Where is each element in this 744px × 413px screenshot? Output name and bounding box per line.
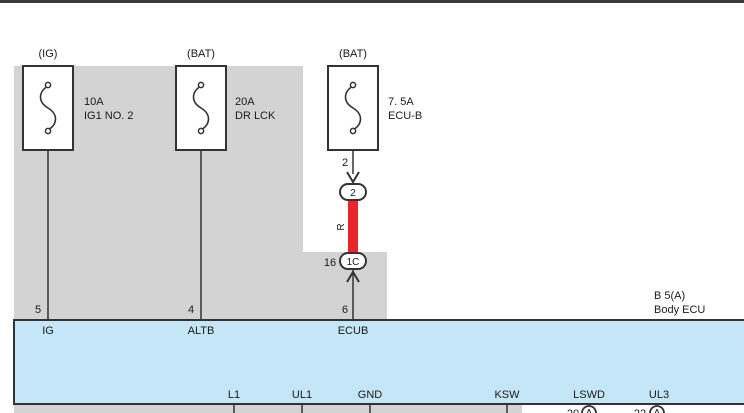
fuse-dr-lck: (BAT) 20A DR LCK 4 <box>175 48 276 320</box>
pin-number: 2 <box>342 157 348 169</box>
fuse-symbol <box>344 85 362 131</box>
fuse-terminal <box>197 81 205 89</box>
red-wire <box>348 201 358 252</box>
ecu-name: Body ECU <box>654 304 705 316</box>
fuse-source-label: (BAT) <box>187 48 215 60</box>
fuse-terminal <box>44 81 52 89</box>
fuse-name: ECU-B <box>388 110 422 122</box>
fuse-terminal <box>44 127 52 135</box>
pin-number: 20 <box>567 408 579 413</box>
connector-1c-symbol <box>339 252 367 270</box>
fuse-ig1-no2: (IG) 10A IG1 NO. 2 5 <box>22 48 134 320</box>
connector-2-symbol <box>339 183 367 201</box>
connector-2-label: 2 <box>350 188 356 199</box>
fuse-name: DR LCK <box>235 110 276 122</box>
connector-a-label: A <box>586 408 593 413</box>
body-ecu-box <box>13 319 744 405</box>
connector-a-symbol <box>581 405 597 413</box>
ecu-id: B 5(A) <box>654 290 685 302</box>
connector-a-label: A <box>654 408 661 413</box>
pin-number: 6 <box>342 304 348 316</box>
fuse-source-label: (IG) <box>39 48 58 60</box>
fuse-terminal <box>349 127 357 135</box>
terminal-altb: ALTB <box>188 325 215 337</box>
arrow-up-icon <box>346 270 360 283</box>
pin-number: 4 <box>188 304 194 316</box>
connector-a-symbol <box>649 405 665 413</box>
fuse-terminal <box>349 81 357 89</box>
fuse-terminal <box>197 127 205 135</box>
fuse-name: IG1 NO. 2 <box>84 110 134 122</box>
fuse-rating: 10A <box>84 96 104 108</box>
terminal-ul3: UL3 <box>649 389 669 401</box>
shaded-region-left <box>14 66 303 320</box>
connector-1c-pin: 16 <box>324 257 336 269</box>
pin-number: 22 <box>634 408 646 413</box>
fuse-symbol <box>39 85 57 131</box>
pin-number: 5 <box>35 304 41 316</box>
wire-color-label: R <box>336 223 347 230</box>
bottom-shaded-region <box>14 405 522 413</box>
terminal-ig: IG <box>42 325 54 337</box>
connector-1c-label: 1C <box>347 257 360 268</box>
top-bar <box>0 0 744 3</box>
terminal-lswd: LSWD <box>573 389 605 401</box>
terminal-ecub: ECUB <box>338 325 369 337</box>
fuse-symbol <box>192 85 210 131</box>
terminal-gnd: GND <box>358 389 383 401</box>
fuse-rating: 20A <box>235 96 255 108</box>
fuse-rating: 7. 5A <box>388 96 414 108</box>
fuse-ecu-b: (BAT) 7. 5A ECU-B <box>327 48 422 151</box>
terminal-l1: L1 <box>228 389 240 401</box>
ecub-wire-path: 2 2 R 1C 16 6 <box>324 150 367 320</box>
terminal-ksw: KSW <box>494 389 520 401</box>
terminal-ul1: UL1 <box>292 389 312 401</box>
fuse-source-label: (BAT) <box>339 48 367 60</box>
arrow-down-icon <box>346 171 360 184</box>
